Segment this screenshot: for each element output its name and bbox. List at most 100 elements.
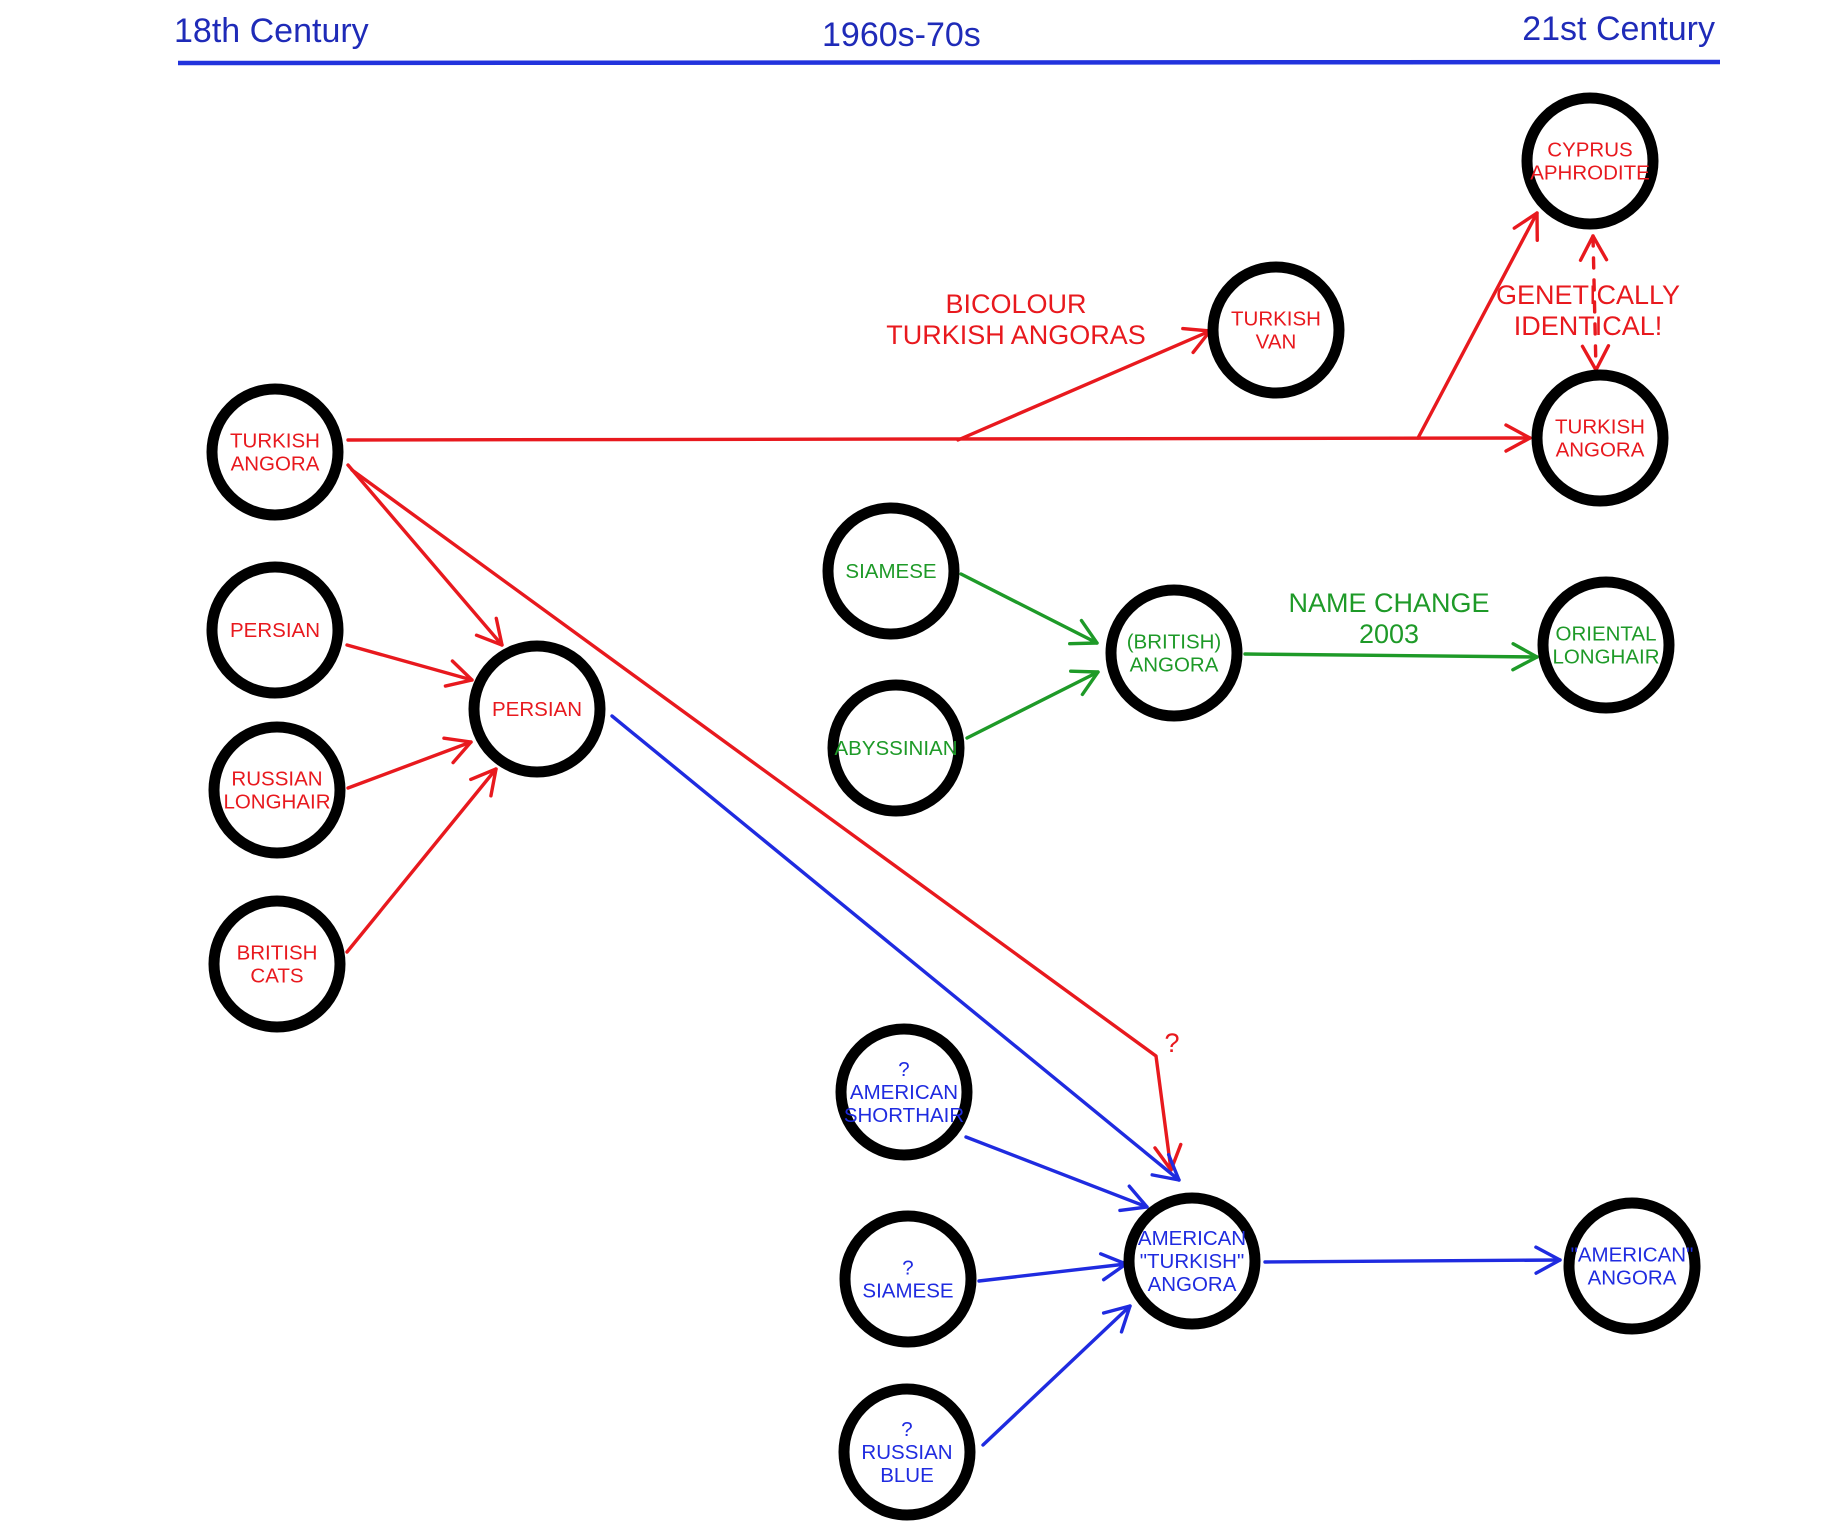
node-label: APHRODITE xyxy=(1530,162,1650,185)
timeline-start-label: 18th Century xyxy=(174,12,369,50)
arrowhead-start xyxy=(1578,234,1609,262)
node-label: AMERICAN xyxy=(1138,1227,1246,1250)
node-label: ANGORA xyxy=(1556,439,1645,462)
edge-persian-to-american-turkish-angora xyxy=(610,714,1181,1182)
edge-russian-blue-to-american-turkish-angora xyxy=(981,1304,1132,1447)
node-label: ANGORA xyxy=(1130,654,1219,677)
node-label: TURKISH xyxy=(230,430,320,453)
node-label: ? xyxy=(898,1058,909,1081)
node-label: SHORTHAIR xyxy=(844,1104,964,1127)
edge-russian-longhair-to-persian xyxy=(346,736,473,790)
node-label: ANGORA xyxy=(1588,1267,1677,1290)
arrowhead xyxy=(474,616,504,647)
edges xyxy=(345,211,1611,1447)
node-american-angora: "AMERICAN"ANGORA xyxy=(1563,1197,1701,1335)
edge-line xyxy=(977,1262,1128,1283)
edge-british-angora-to-oriental-longhair xyxy=(1243,642,1539,672)
annotation-text: NAME CHANGE xyxy=(1288,588,1489,618)
node-label: BLUE xyxy=(880,1464,934,1487)
node-american-turkish-angora: AMERICAN"TURKISH"ANGORA xyxy=(1123,1192,1261,1330)
edge-line xyxy=(350,468,1173,1172)
arrowhead xyxy=(1150,1153,1181,1182)
node-label: LONGHAIR xyxy=(223,791,330,814)
node-label: ? xyxy=(901,1418,912,1441)
node-british-angora: (BRITISH)ANGORA xyxy=(1105,584,1243,722)
annotation-text: TURKISH ANGORAS xyxy=(886,320,1146,350)
arrowhead xyxy=(1118,1184,1149,1213)
edge-line xyxy=(1263,1258,1562,1264)
edge-line xyxy=(956,329,1212,442)
node-label: "TURKISH" xyxy=(1140,1250,1245,1273)
edge-siamese-green-to-british-angora xyxy=(959,572,1099,646)
node-label: TURKISH xyxy=(1231,308,1321,331)
node-label: BRITISH xyxy=(237,942,318,965)
node-label: ANGORA xyxy=(1148,1273,1237,1296)
arrowhead xyxy=(1504,423,1532,453)
node-label: RUSSIAN xyxy=(861,1441,952,1464)
arrowhead xyxy=(442,736,473,765)
node-circle xyxy=(822,502,960,640)
node-circle xyxy=(468,640,606,778)
edge-line xyxy=(346,463,504,647)
annotation-text: BICOLOUR xyxy=(945,289,1086,319)
node-label: VAN xyxy=(1256,331,1297,354)
edge-line xyxy=(345,767,498,954)
edge-line xyxy=(965,670,1100,740)
node-label: "AMERICAN" xyxy=(1571,1244,1694,1267)
node-label: LONGHAIR xyxy=(1552,646,1659,669)
edge-turkish-angora-origin-to-turkish-angora-modern xyxy=(346,423,1532,453)
edge-american-shorthair-to-american-turkish-angora xyxy=(964,1135,1149,1213)
timeline-line xyxy=(177,59,1721,66)
nodes: TURKISHANGORAPERSIANRUSSIANLONGHAIRBRITI… xyxy=(206,92,1701,1521)
node-label: ORIENTAL xyxy=(1556,623,1657,646)
node-siamese-green: SIAMESE xyxy=(822,502,960,640)
edge-persian-origin-to-persian xyxy=(345,643,474,688)
edge-abyssinian-to-british-angora xyxy=(965,669,1100,740)
annotation-text: ? xyxy=(1164,1028,1179,1058)
edge-line xyxy=(345,643,474,682)
node-label: TURKISH xyxy=(1555,416,1645,439)
edge-line xyxy=(981,1304,1132,1447)
node-circle xyxy=(1537,576,1675,714)
node-circle xyxy=(208,721,346,859)
arrowhead xyxy=(1534,1245,1562,1275)
edge-line xyxy=(610,714,1181,1182)
node-circle xyxy=(1105,584,1243,722)
arrowhead xyxy=(1069,669,1100,697)
annotation-text: GENETICALLY xyxy=(1496,280,1680,310)
edge-line xyxy=(346,436,1532,442)
node-circle xyxy=(1521,92,1659,230)
node-persian-origin: PERSIAN xyxy=(206,561,344,699)
node-abyssinian: ABYSSINIAN xyxy=(827,679,965,817)
node-circle xyxy=(835,1023,973,1161)
edge-turkish-angora-origin-to-persian xyxy=(346,463,504,647)
edge-turkish-angora-origin-to-cyprus-aphrodite xyxy=(1416,211,1539,440)
edge-line xyxy=(1416,211,1539,440)
node-label: ANGORA xyxy=(231,453,320,476)
node-circle xyxy=(827,679,965,817)
edge-line xyxy=(1243,652,1539,659)
arrowhead xyxy=(443,659,474,688)
edge-siamese-blue-to-american-turkish-angora xyxy=(977,1252,1128,1283)
edge-turkish-angora-origin-to-american-turkish-angora xyxy=(350,468,1183,1172)
arrowhead xyxy=(1511,642,1539,672)
edge-line xyxy=(959,572,1099,645)
edge-line xyxy=(346,740,473,790)
node-circle xyxy=(1123,1192,1261,1330)
node-circle xyxy=(208,895,346,1033)
edge-british-cats-to-persian xyxy=(345,767,498,954)
node-label: SIAMESE xyxy=(845,560,936,583)
timeline: 18th Century 1960s-70s 21st Century xyxy=(174,10,1721,66)
